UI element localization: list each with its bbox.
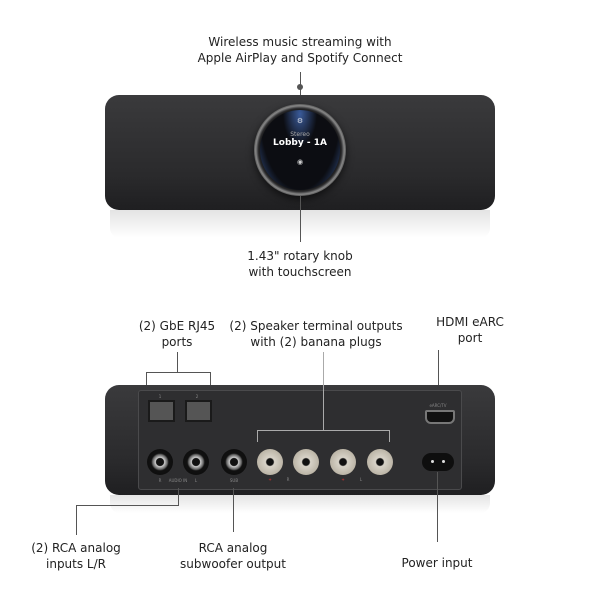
speaker-terminal-l-minus[interactable] [367,449,393,475]
rca-input-r[interactable] [147,449,173,475]
power-caption: Power input [401,556,473,570]
rotary-knob[interactable]: ⚙ Stereo Lobby - 1A ◉ [254,104,346,196]
rj45-port-1[interactable] [148,400,175,422]
speaker-terminal-l-plus[interactable] [330,449,356,475]
speaker-terminal-r-plus[interactable] [257,449,283,475]
rca-sub-output[interactable] [221,449,247,475]
settings-icon[interactable]: ⚙ [296,117,304,125]
callout-dot [297,84,303,90]
zone-label: Lobby - 1A [273,138,327,148]
rj45-port-2[interactable] [185,400,212,422]
touchscreen[interactable]: ⚙ Stereo Lobby - 1A ◉ [260,110,340,190]
back-reflection [110,495,490,513]
callout-line [300,196,301,242]
mode-label: Stereo [290,131,310,138]
hdmi-port[interactable] [425,410,455,424]
power-icon[interactable]: ◉ [296,158,304,166]
power-port[interactable] [422,453,454,471]
speaker-terminal-r-minus[interactable] [293,449,319,475]
rca-input-l[interactable] [183,449,209,475]
